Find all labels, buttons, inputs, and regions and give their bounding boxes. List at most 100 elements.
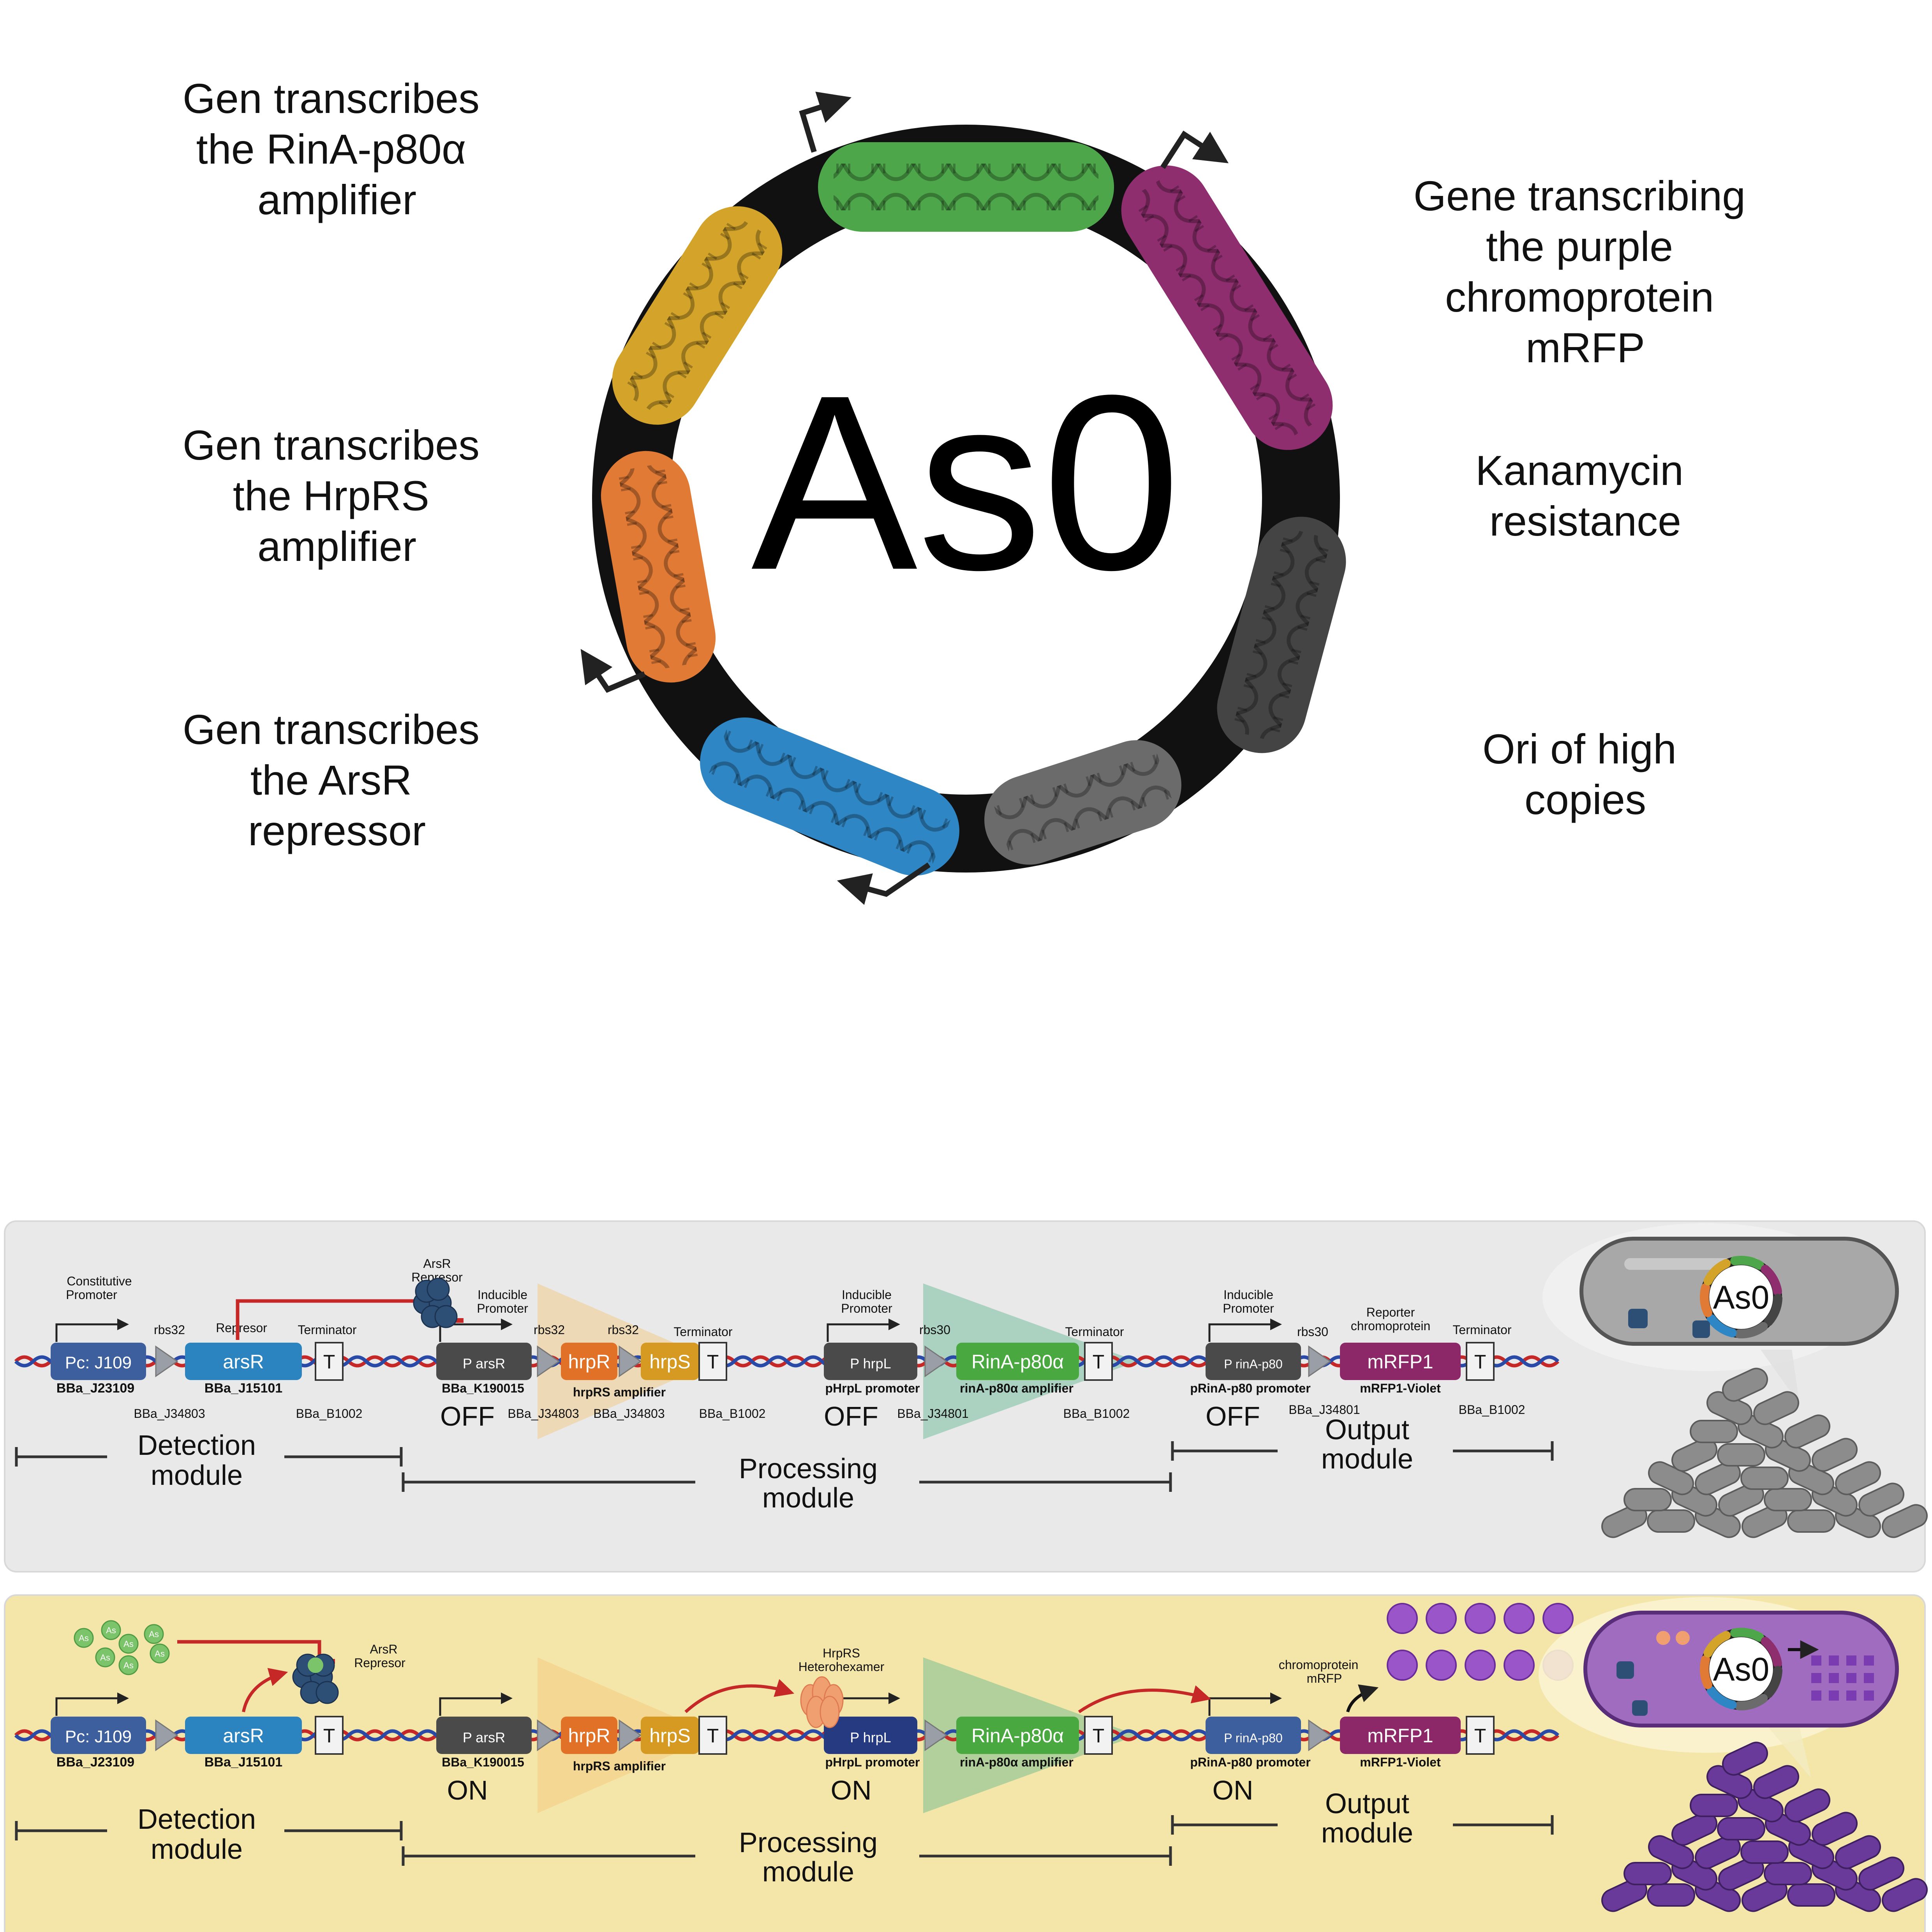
arsenic-ion-label: As [106,1625,116,1635]
rina-part-box [956,1717,1079,1754]
label-mrfp: Gene transcribing the purple chromoprote… [1414,172,1757,371]
arsr-protein-label-1: ArsR [423,1257,451,1271]
rina-part-box [956,1343,1079,1380]
cell-plasmid-segment [1761,1265,1782,1296]
rbs30-label-1: rbs30 [919,1323,950,1337]
bacterium [1624,1862,1672,1885]
arsr-expression-arrow [242,1668,288,1712]
detection-label-1: Detection [137,1804,256,1835]
terminator-arsr-box [315,1716,344,1755]
arsenic-ion [118,1634,139,1654]
pc-part-id: BBa_J23109 [56,1381,134,1396]
phrpl-state: OFF [824,1401,878,1431]
output-label-1: Output [1325,1788,1409,1819]
cell-plasmid-segment [1699,1655,1712,1689]
bacterium [1835,1835,1881,1869]
cell-chromoprotein [1864,1673,1874,1683]
cell-plasmid-segment [1699,1283,1712,1317]
rbs30-label-2: rbs30 [1297,1325,1328,1339]
promoter-arrow-rina [799,92,852,153]
segment-arsr [700,717,959,876]
segment-ori-helix [994,753,1172,851]
mrfp1-part-id: mRFP1-Violet [1360,1381,1441,1395]
rbs30-processing [924,1719,948,1751]
cell-plasmid-segment [1730,1627,1764,1642]
inducible-label-4: Promoter [841,1301,892,1315]
cell-plasmid-inner [1709,1637,1773,1701]
segment-mrfp-helix [1131,173,1323,442]
chromoprotein [1426,1650,1457,1681]
promoter-arrow-arsr [837,862,931,905]
segment-yellow [612,206,783,425]
arsr-part-box [185,1343,302,1380]
hrps-part-label: hrpS [649,1725,691,1747]
bacterium [1811,1812,1858,1846]
arsr-part-id: BBa_J15101 [204,1755,282,1770]
arsr-part-label: arsR [223,1725,264,1747]
pars-state: OFF [440,1401,495,1431]
rina-part-label: RinA-p80α [971,1351,1064,1373]
bacterium [1671,1438,1718,1472]
hrprs-amp-label: hrpRS amplifier [573,1759,666,1773]
bacterium [1858,1856,1905,1891]
pars-state: ON [447,1775,488,1805]
detection-label-1: Detection [137,1430,256,1461]
cell-plasmid-name: As0 [1713,1279,1770,1315]
arsenic-ion [101,1620,121,1640]
arsr-protein-blob [434,1305,458,1328]
bacterium [1784,1788,1831,1823]
bacterium [1647,1883,1695,1907]
hrpr-part-box [561,1343,617,1380]
phrpl-promoter-arrow [827,1319,900,1342]
prina-state: OFF [1206,1401,1260,1431]
pc-j109-part-box [51,1717,146,1754]
cell-chromoprotein [1829,1673,1839,1683]
mrfp-expression-arrow [1346,1684,1379,1713]
cell-chromoprotein [1846,1655,1856,1666]
label-arsr: Gen transcribes the ArsR repressor [183,706,491,854]
pars-part-label: P arsR [463,1356,505,1371]
cell-plasmid-segment [1730,1255,1764,1270]
prina-promoter-arrow [1208,1319,1282,1342]
arsenic-ion-label: As [149,1629,159,1639]
terminator-arsr-glyph: T [323,1351,335,1373]
reporter-label-1: Reporter [1366,1305,1415,1319]
terminator-mrfp-box [1466,1716,1495,1755]
segment-arsr-helix [709,730,950,864]
b1002-label-2: BBa_B1002 [699,1407,766,1421]
hexamer-subunit [820,1696,840,1728]
prina-part-box [1206,1717,1301,1754]
chromoprotein [1504,1603,1535,1634]
hrps-part-box [641,1343,699,1380]
cell-plasmid-inner [1709,1265,1773,1329]
b1002-label-3: BBa_B1002 [1063,1407,1130,1421]
reporter-label-2: chromoprotein [1351,1319,1431,1333]
detection-label-2: module [151,1834,243,1865]
mrfp1-part-box [1340,1717,1461,1754]
cell-arsr-protein-1 [1628,1309,1648,1328]
rbs32-processing-a [537,1345,560,1377]
cell-chromoprotein [1829,1690,1839,1701]
terminator-rina-box [1084,1342,1113,1381]
terminator-hrprs-box [698,1716,727,1755]
constitutive-label-2: Promoter [66,1288,117,1302]
constitutive-label-1: Constitutive [67,1274,132,1288]
chromoprotein [1504,1650,1535,1681]
pc-promoter-arrow [55,1319,129,1342]
terminator-mrfp-glyph: T [1474,1725,1486,1747]
arsr-protein-blob [427,1278,450,1301]
output-label-1: Output [1325,1414,1409,1445]
hrps-part-box [641,1717,699,1754]
phrpl-part-label: P hrpL [850,1356,891,1371]
output-label-2: module [1321,1444,1413,1475]
cell-plasmid-segment [1703,1631,1731,1658]
chromoprotein-label-2: mRFP [1307,1671,1342,1685]
b1002-label-1: BBa_B1002 [296,1407,363,1421]
processing-label-1: Processing [739,1827,878,1858]
processing-label-1: Processing [739,1453,878,1484]
terminator-label-4: Terminator [1453,1323,1512,1337]
arsr-protein-blob [316,1681,339,1704]
bacterium [1740,1840,1789,1864]
cell-plasmid-segment [1735,1694,1768,1711]
